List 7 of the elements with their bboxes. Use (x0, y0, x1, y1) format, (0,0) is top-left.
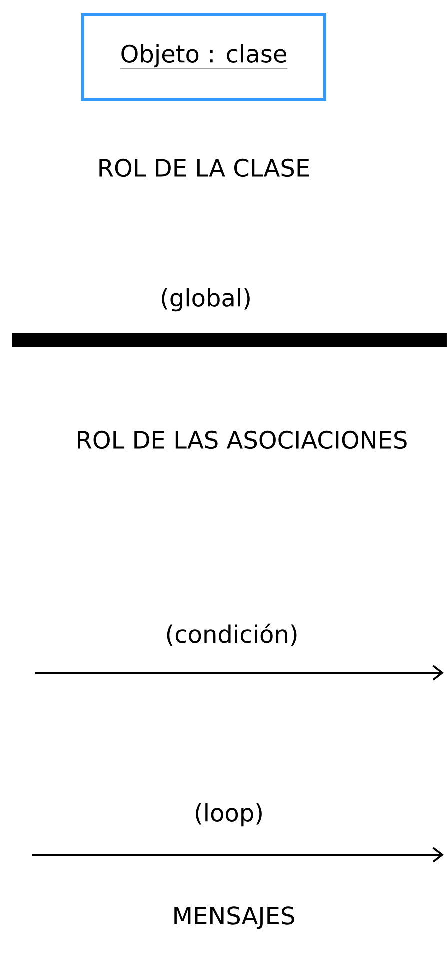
diagram-label: MENSAJES (174, 906, 294, 930)
diagram-label: ROL DE LA CLASE (100, 158, 310, 178)
diagram-label: (condición) (167, 624, 297, 646)
diagram-label: (global) (162, 288, 250, 312)
diagram-label: (loop) (196, 803, 262, 827)
diagram-label: ROL DE LAS ASOCIACIONES (78, 430, 407, 450)
object-box: Objeto : clase (82, 13, 326, 102)
